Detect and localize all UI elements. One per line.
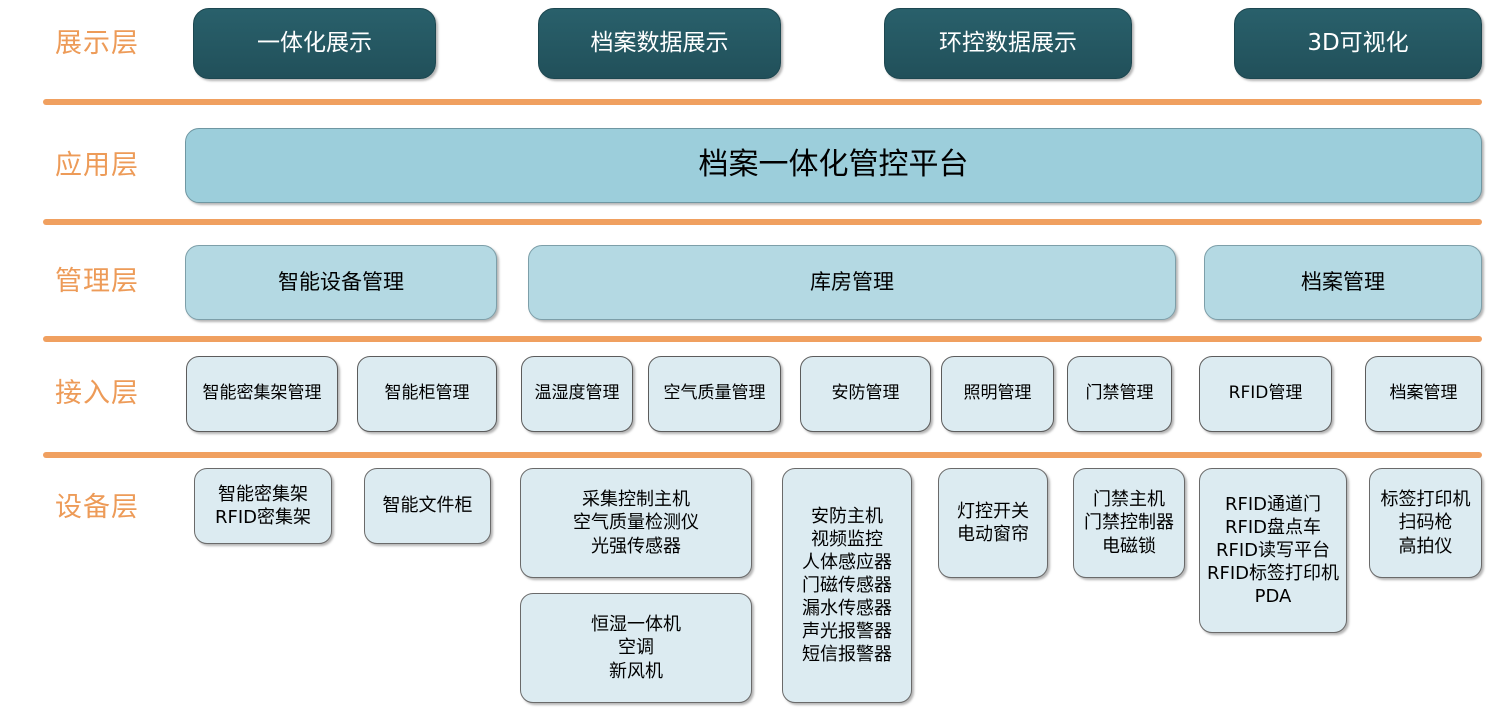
device-box-security-host[interactable]: 安防主机 视频监控 人体感应器 门磁传感器 漏水传感器 声光报警器 短信报警器 bbox=[782, 468, 912, 703]
device-box-smart-file-cabinet[interactable]: 智能文件柜 bbox=[364, 468, 491, 544]
device-line: 新风机 bbox=[609, 660, 663, 682]
display-box-environment-data-presentation[interactable]: 环控数据展示 bbox=[884, 8, 1132, 79]
device-box-label-printer[interactable]: 标签打印机 扫码枪 高拍仪 bbox=[1369, 468, 1482, 578]
device-line: 门禁控制器 bbox=[1084, 512, 1174, 534]
device-line: 人体感应器 bbox=[802, 551, 892, 573]
device-line: 电动窗帘 bbox=[957, 524, 1029, 545]
device-line: 门禁主机 bbox=[1093, 489, 1165, 511]
device-line: 短信报警器 bbox=[802, 644, 892, 666]
device-line: 扫码枪 bbox=[1398, 512, 1453, 534]
access-box-temperature-humidity-management[interactable]: 温湿度管理 bbox=[521, 356, 633, 432]
access-box-rfid-management[interactable]: RFID管理 bbox=[1199, 356, 1332, 432]
layer-label-application: 应用层 bbox=[55, 150, 139, 181]
device-box-smart-shelf[interactable]: 智能密集架 RFID密集架 bbox=[194, 468, 332, 544]
device-box-rfid-equipment[interactable]: RFID通道门 RFID盘点车 RFID读写平台 RFID标签打印机 PDA bbox=[1199, 468, 1347, 633]
display-box-archive-data-presentation[interactable]: 档案数据展示 bbox=[538, 8, 781, 79]
access-box-smart-shelf-management[interactable]: 智能密集架管理 bbox=[186, 356, 338, 432]
application-box-archive-platform[interactable]: 档案一体化管控平台 bbox=[185, 128, 1482, 203]
device-line: 光强传感器 bbox=[591, 535, 681, 557]
divider-access-device bbox=[43, 452, 1482, 458]
management-box-smart-device[interactable]: 智能设备管理 bbox=[185, 245, 497, 320]
device-line: 漏水传感器 bbox=[802, 598, 892, 620]
device-line: PDA bbox=[1254, 586, 1292, 608]
device-box-collection-host[interactable]: 采集控制主机 空气质量检测仪 光强传感器 bbox=[520, 468, 752, 578]
device-line: 采集控制主机 bbox=[582, 489, 690, 511]
display-box-3d-visualization[interactable]: 3D可视化 bbox=[1234, 8, 1482, 79]
access-box-smart-cabinet-management[interactable]: 智能柜管理 bbox=[357, 356, 497, 432]
device-line: RFID盘点车 bbox=[1224, 516, 1322, 538]
device-line: 高拍仪 bbox=[1398, 535, 1453, 557]
device-line: 标签打印机 bbox=[1380, 489, 1471, 511]
layer-label-management: 管理层 bbox=[55, 266, 139, 297]
access-box-security-management[interactable]: 安防管理 bbox=[800, 356, 931, 432]
device-line: 智能密集架 bbox=[218, 483, 308, 505]
management-box-warehouse[interactable]: 库房管理 bbox=[528, 245, 1176, 320]
access-box-access-control-management[interactable]: 门禁管理 bbox=[1067, 356, 1172, 432]
layer-label-display: 展示层 bbox=[55, 28, 139, 59]
device-line: 门磁传感器 bbox=[802, 574, 892, 596]
display-box-integrated-presentation[interactable]: 一体化展示 bbox=[193, 8, 436, 79]
device-line: 视频监控 bbox=[811, 528, 883, 550]
divider-management-access bbox=[43, 336, 1482, 342]
divider-display-application bbox=[43, 99, 1482, 105]
management-box-archive[interactable]: 档案管理 bbox=[1204, 245, 1482, 320]
access-box-lighting-management[interactable]: 照明管理 bbox=[941, 356, 1054, 432]
device-box-humidity-hvac[interactable]: 恒湿一体机 空调 新风机 bbox=[520, 593, 752, 703]
access-box-air-quality-management[interactable]: 空气质量管理 bbox=[648, 356, 781, 432]
device-line: RFID标签打印机 bbox=[1206, 563, 1340, 585]
device-line: RFID读写平台 bbox=[1215, 539, 1331, 561]
device-box-access-control-host[interactable]: 门禁主机 门禁控制器 电磁锁 bbox=[1073, 468, 1185, 578]
divider-application-management bbox=[43, 219, 1482, 225]
device-line: RFID密集架 bbox=[214, 507, 312, 528]
device-line: 电磁锁 bbox=[1102, 535, 1156, 557]
device-line: RFID通道门 bbox=[1224, 493, 1322, 515]
device-line: 空气质量检测仪 bbox=[573, 512, 699, 534]
device-box-lighting-control[interactable]: 灯控开关 电动窗帘 bbox=[938, 468, 1048, 578]
access-box-archive-management[interactable]: 档案管理 bbox=[1365, 356, 1482, 432]
layer-label-device: 设备层 bbox=[55, 492, 139, 523]
device-line: 安防主机 bbox=[811, 505, 883, 527]
layer-label-access: 接入层 bbox=[55, 378, 139, 409]
device-line: 灯控开关 bbox=[957, 500, 1029, 522]
device-line: 恒湿一体机 bbox=[591, 614, 681, 636]
device-line: 声光报警器 bbox=[802, 621, 892, 643]
device-line: 智能文件柜 bbox=[382, 495, 473, 517]
device-line: 空调 bbox=[618, 637, 654, 659]
